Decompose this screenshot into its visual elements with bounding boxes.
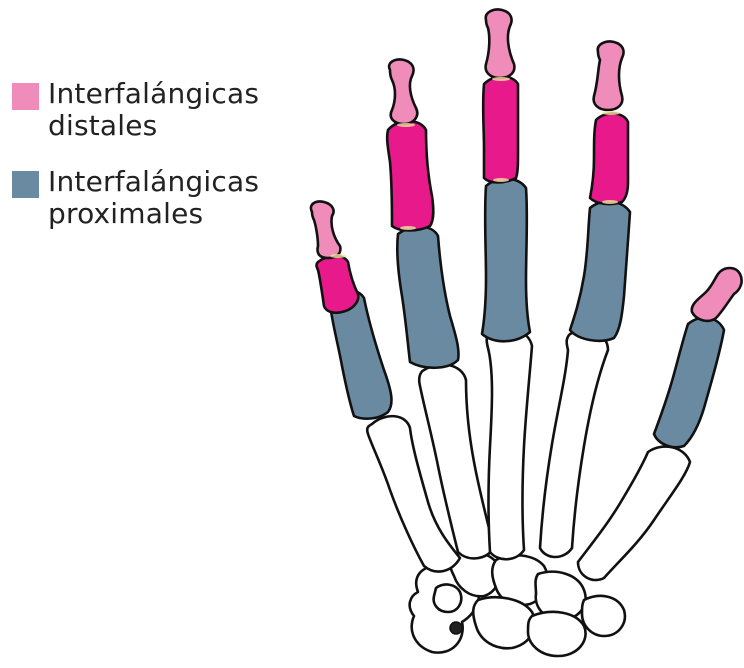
middle-phalanx-2 bbox=[590, 113, 628, 204]
joint-highlights bbox=[330, 77, 620, 258]
metacarpal-bones bbox=[367, 330, 690, 580]
proximal-phalanx-4 bbox=[397, 227, 458, 368]
middle-phalanges bbox=[317, 77, 629, 313]
middle-phalanx-4 bbox=[387, 121, 433, 231]
proximal-phalanx-1 bbox=[654, 318, 724, 448]
distal-phalanx-2 bbox=[594, 41, 624, 110]
distal-phalanx-3 bbox=[486, 9, 515, 78]
distal-phalanx-1 bbox=[692, 268, 742, 321]
metacarpal-3 bbox=[487, 330, 532, 560]
distal-phalanx-4 bbox=[389, 59, 417, 124]
metacarpal-1 bbox=[578, 447, 690, 580]
metacarpal-2 bbox=[540, 331, 608, 557]
proximal-phalanx-2 bbox=[570, 202, 630, 341]
middle-phalanx-5 bbox=[317, 256, 359, 313]
distal-phalanx-5 bbox=[311, 201, 340, 258]
middle-phalanx-3 bbox=[483, 77, 518, 183]
proximal-phalanx-3 bbox=[482, 179, 530, 342]
